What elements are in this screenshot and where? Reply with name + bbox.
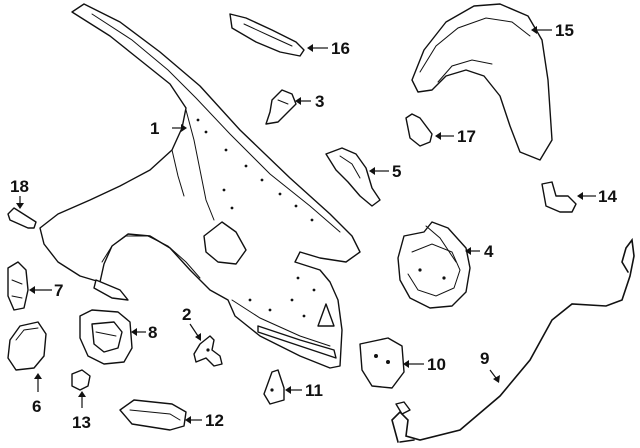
callout-10-label: 10 [427, 355, 446, 374]
callout-labels: 1 2 3 4 5 6 7 8 9 10 11 12 13 14 15 16 1… [10, 21, 617, 432]
part-15-wheel-liner [411, 3, 553, 161]
callout-16-label: 16 [331, 39, 350, 58]
callout-9-label: 9 [480, 349, 489, 368]
part-11-gusset [263, 369, 285, 405]
part-12-tray [119, 399, 187, 431]
callout-1-label: 1 [150, 119, 159, 138]
part-18-bolt [7, 207, 37, 229]
callout-5-label: 5 [392, 162, 401, 181]
part-2-bracket [193, 335, 223, 367]
callout-14-label: 14 [598, 187, 617, 206]
callout-11-label: 11 [305, 381, 323, 400]
callout-8-label: 8 [148, 323, 157, 342]
callout-3-label: 3 [315, 92, 324, 111]
callout-4-label: 4 [484, 242, 494, 261]
callout-2-label: 2 [182, 305, 191, 324]
part-16-reinforcement [229, 13, 305, 57]
callout-7-label: 7 [54, 281, 63, 300]
part-17-bracket [405, 113, 433, 147]
part-4-inner-panel [397, 221, 471, 309]
part-10-bracket [359, 337, 405, 389]
callout-6-label: 6 [32, 397, 41, 416]
callout-17-label: 17 [457, 127, 476, 146]
part-6-fuel-door [7, 321, 47, 371]
callout-18-label: 18 [10, 177, 29, 196]
part-13-clip [71, 369, 91, 391]
callout-12-label: 12 [205, 411, 224, 430]
callout-15-label: 15 [555, 21, 574, 40]
part-8-filler-housing [79, 309, 133, 365]
part-1-quarter-panel [39, 3, 361, 369]
callout-13-label: 13 [72, 413, 91, 432]
part-7-bracket [7, 261, 29, 311]
part-9-drain-hose [391, 237, 635, 443]
leader-lines [16, 26, 596, 424]
part-3-bracket [265, 89, 297, 125]
part-14-bracket [541, 181, 577, 213]
part-5-extension [325, 147, 381, 207]
